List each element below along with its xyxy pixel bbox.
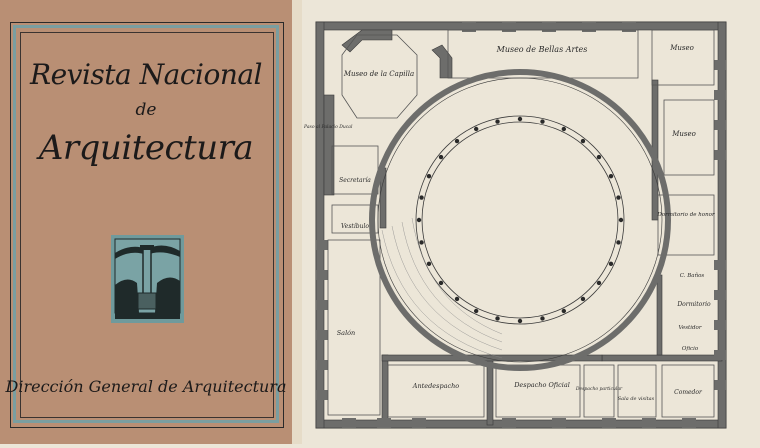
label-museo-capilla: Museo de la Capilla (343, 70, 414, 78)
label-museo-bellas-artes: Museo de Bellas Artes (496, 45, 588, 54)
cover-publisher: Dirección General de Arquitectura (5, 377, 287, 396)
column-mark (495, 316, 500, 321)
column-mark (495, 119, 500, 124)
column-mark (517, 318, 523, 324)
label-vestidor: Vestidor (679, 325, 702, 331)
floor-plan: Museo de Bellas Artes Museo de la Capill… (302, 0, 760, 444)
column-mark (419, 195, 424, 200)
label-despacho-oficial: Despacho Oficial (513, 381, 570, 389)
label-oficio: Oficio (682, 346, 699, 352)
label-vestibulo: Vestíbulo (341, 223, 369, 230)
column-mark (454, 138, 460, 144)
label-dormitorio-honor: Dormitorio de honor (656, 212, 715, 218)
label-despacho-particular: Despacho particular (575, 386, 623, 392)
column-monument-emblem-icon (111, 235, 184, 323)
column-mark (416, 217, 422, 223)
column-mark (426, 261, 432, 267)
label-salon: Salón (337, 329, 356, 337)
label-museo-2: Museo (671, 130, 696, 138)
column-mark (608, 173, 614, 179)
column-mark (419, 240, 424, 245)
column-mark (561, 308, 567, 314)
colonnade (416, 116, 624, 324)
column-mark (454, 296, 460, 302)
column-mark (473, 308, 479, 314)
column-mark (561, 126, 567, 132)
column-mark (438, 154, 444, 160)
column-mark (473, 126, 479, 132)
rooms (327, 29, 715, 418)
cover-title-line2: de (135, 100, 157, 120)
paving-pattern (381, 217, 503, 359)
room-labels: Museo de Bellas Artes Museo de la Capill… (303, 44, 715, 402)
label-comedor: Comedor (674, 389, 703, 396)
column-mark (540, 119, 545, 124)
magazine-cover: Revista Nacional de Arquitectura Direcci… (0, 0, 292, 444)
cover-inner-border (20, 32, 274, 418)
cover-outer-border (10, 22, 284, 428)
column-mark (618, 217, 624, 223)
column-mark (517, 116, 523, 122)
column-mark (426, 173, 432, 179)
label-paso: Paso al Palacio Ducal (303, 124, 353, 130)
cover-title-line3: Arquitectura (38, 128, 254, 168)
perimeter-pilasters (316, 22, 726, 428)
column-mark (608, 261, 614, 267)
column-mark (616, 195, 621, 200)
column-mark (616, 240, 621, 245)
label-dormitorio: Dormitorio (676, 301, 711, 308)
column-mark (580, 138, 586, 144)
label-antedespacho: Antedespacho (412, 382, 460, 390)
column-mark (438, 280, 444, 286)
label-sala-visitas: Sala de visitas (618, 396, 655, 402)
label-museo-1: Museo (669, 44, 694, 52)
column-mark (596, 280, 602, 286)
cover-teal-border (13, 25, 279, 423)
column-mark (596, 154, 602, 160)
page-gutter (292, 0, 302, 444)
label-banos: C. Baños (680, 272, 705, 279)
column-mark (540, 316, 545, 321)
label-secretaria: Secretaría (339, 177, 371, 184)
cover-title-line1: Revista Nacional (29, 58, 263, 91)
courtyard (369, 69, 671, 371)
column-mark (580, 296, 586, 302)
